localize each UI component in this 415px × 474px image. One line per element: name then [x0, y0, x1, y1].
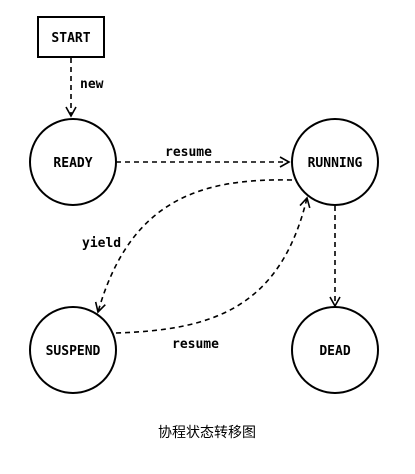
node-ready-label: READY: [53, 156, 92, 171]
edge-running-to-suspend: [94, 179, 293, 314]
diagram-caption: 协程状态转移图: [158, 425, 256, 441]
node-start-label: START: [51, 31, 90, 46]
edge-label-resume-top: resume: [165, 145, 212, 160]
node-running-label: RUNNING: [308, 156, 363, 171]
node-dead-label: DEAD: [319, 344, 350, 359]
node-running: RUNNING: [291, 118, 379, 206]
node-suspend: SUSPEND: [29, 306, 117, 394]
node-suspend-label: SUSPEND: [46, 344, 101, 359]
node-start: START: [37, 16, 105, 58]
edge-label-yield: yield: [82, 236, 121, 251]
edge-label-resume-bottom: resume: [172, 337, 219, 352]
node-dead: DEAD: [291, 306, 379, 394]
node-ready: READY: [29, 118, 117, 206]
edge-label-new: new: [80, 77, 104, 92]
edge-suspend-to-running: [115, 196, 311, 334]
